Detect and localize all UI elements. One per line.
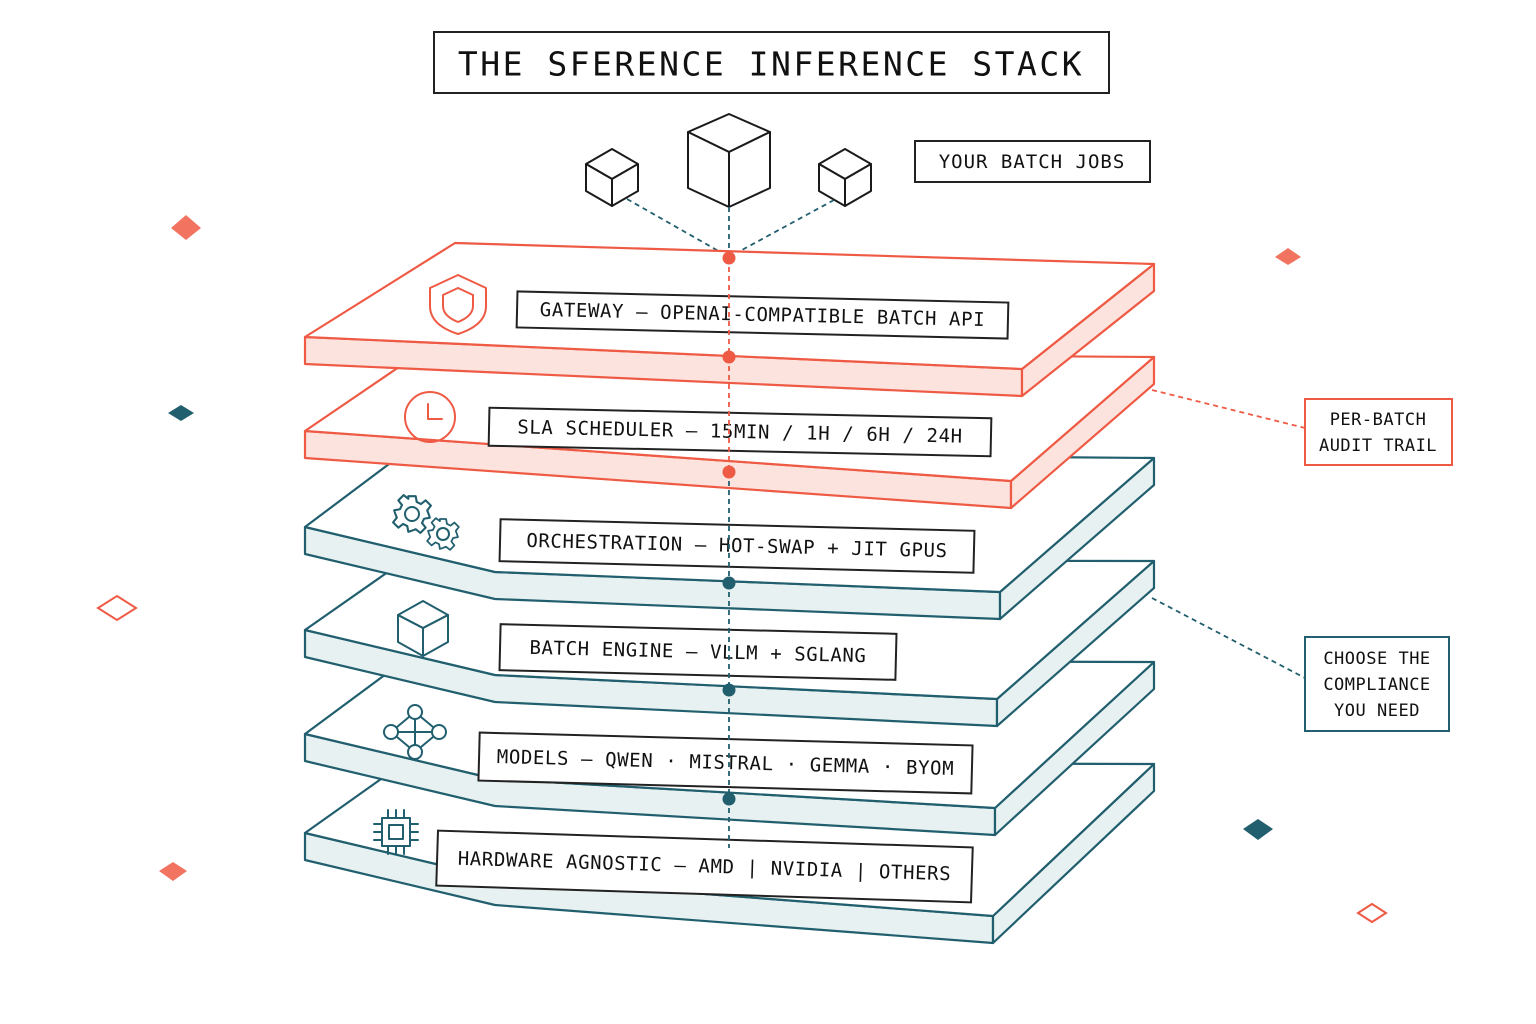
job-box: YOUR BATCH JOBS [914,140,1151,183]
layer-label-frame [498,518,976,574]
layer-label-frame [477,731,974,795]
batch-job-cubes [585,113,872,208]
connector-dot [722,465,736,479]
diamond-decoration [1275,248,1301,265]
audit-callout: PER-BATCH AUDIT TRAIL [1151,389,1453,466]
compliance-callout-line1: CHOOSE THE [1323,649,1430,669]
layer-label-frame [498,623,898,681]
compliance-callout-line3: YOU NEED [1334,701,1420,721]
connector-line [728,199,835,258]
audit-callout-box [1304,398,1453,466]
layer-label-box: MODELS — QWEN · MISTRAL · GEMMA · BYOM [477,731,974,795]
diamond-decoration [1356,902,1388,924]
job-box-frame [914,140,1151,183]
audit-callout-line1: PER-BATCH [1330,410,1427,430]
callout-leader-line [1151,389,1306,429]
layer-label-box: HARDWARE AGNOSTIC — AMD | NVIDIA | OTHER… [435,829,974,904]
connector-dot [722,576,736,590]
batch-jobs-label: YOUR BATCH JOBS [939,151,1126,173]
cube-icon [397,600,449,657]
decorative-diamonds [96,215,1388,924]
layer-label-box: SLA SCHEDULER — 15MIN / 1H / 6H / 24H [487,406,993,458]
connector-line [626,198,730,258]
callout-leader-line [1151,597,1306,679]
page-title: THE SFERENCE INFERENCE STACK [458,45,1084,84]
layer-label-box: GATEWAY — OPENAI-COMPATIBLE BATCH API [515,290,1010,340]
cube-icon [687,113,771,208]
layer-label-frame [515,290,1010,340]
layer-label-frame [435,829,974,904]
connector-dot [722,792,736,806]
layer-label-box: BATCH ENGINE — VLLM + SGLANG [498,623,898,681]
shield-icon [429,274,487,335]
diamond-decoration [171,215,201,240]
layer-label-box: ORCHESTRATION — HOT-SWAP + JIT GPUS [498,518,976,574]
connector-dot [722,350,736,364]
cube-icon [818,148,872,207]
compliance-callout-box [1304,636,1450,732]
title-frame [433,31,1110,94]
connector-dot [722,683,736,697]
job-connectors [626,198,835,258]
diamond-decoration [96,594,138,622]
clock-icon [404,391,456,443]
audit-callout-line2: AUDIT TRAIL [1319,436,1437,456]
layer-connectors [722,251,736,848]
cube-icon [585,148,639,207]
diamond-decoration [1243,819,1273,840]
title-box: THE SFERENCE INFERENCE STACK [433,31,1110,94]
compliance-callout: CHOOSE THE COMPLIANCE YOU NEED [1151,597,1450,732]
gears-icon [392,494,460,551]
chip-icon [373,809,419,855]
diamond-decoration [159,862,187,881]
diamond-decoration [168,405,194,421]
connector-dot [722,251,736,265]
layer-label-frame [487,406,993,458]
network-icon [383,704,447,760]
compliance-callout-line2: COMPLIANCE [1323,675,1430,695]
